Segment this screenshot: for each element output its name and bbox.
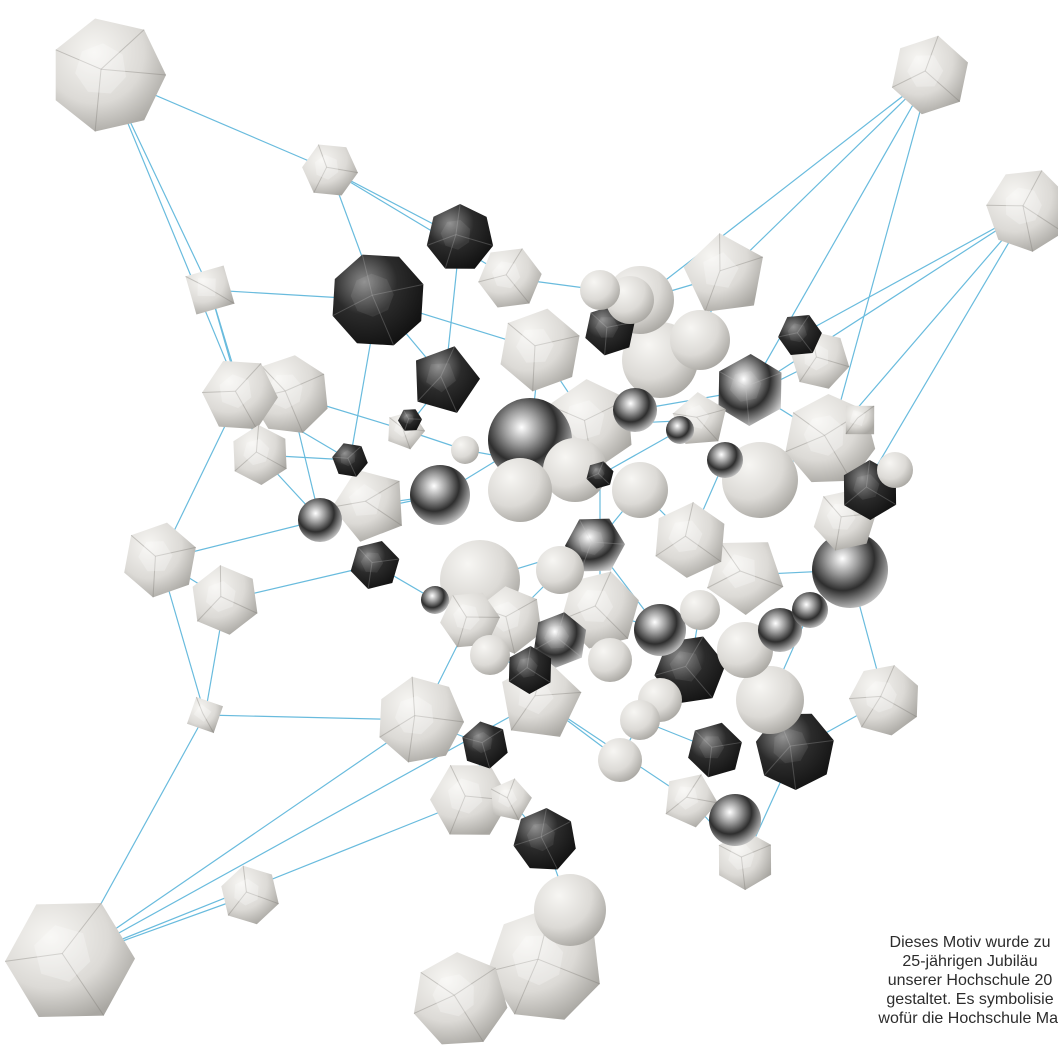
- light-sphere: [580, 270, 620, 310]
- light-sphere: [877, 452, 913, 488]
- dark-polyhedron: [416, 346, 480, 414]
- light-sphere: [470, 635, 510, 675]
- connector-line: [724, 74, 931, 276]
- dark-polyhedron: [398, 409, 423, 431]
- light-polyhedron: [187, 696, 223, 734]
- chrome-sphere: [709, 794, 761, 846]
- light-polyhedron: [430, 764, 511, 835]
- dark-polyhedron: [513, 807, 576, 870]
- dark-polyhedron: [777, 314, 822, 355]
- light-sphere: [588, 638, 632, 682]
- connector-line: [799, 209, 1029, 336]
- caption-line: wofür die Hochschule Mai: [878, 1010, 1058, 1027]
- light-polyhedron: [192, 565, 258, 635]
- light-polyhedron: [655, 502, 725, 578]
- chrome-sphere: [613, 388, 657, 432]
- light-sphere: [670, 310, 730, 370]
- light-polyhedron: [124, 522, 196, 598]
- light-sphere: [612, 462, 668, 518]
- light-sphere: [680, 590, 720, 630]
- light-sphere: [620, 700, 660, 740]
- caption-line: unserer Hochschule 20: [887, 972, 1053, 989]
- connector-line: [749, 209, 1029, 391]
- dark-polyhedron: [426, 203, 494, 269]
- dark-polyhedron: [350, 541, 400, 590]
- light-polyhedron: [478, 248, 542, 308]
- chrome-sphere: [533, 612, 587, 668]
- light-sphere: [736, 666, 804, 734]
- light-polyhedron: [202, 360, 278, 430]
- connector-line: [639, 74, 931, 301]
- light-polyhedron: [665, 774, 718, 828]
- light-polyhedron: [500, 308, 580, 392]
- dark-polyhedron: [462, 721, 508, 769]
- dark-polyhedron: [688, 722, 743, 778]
- light-polyhedron: [706, 542, 784, 615]
- dark-polyhedron: [332, 254, 424, 346]
- connector-line: [69, 699, 541, 961]
- light-polyhedron: [250, 355, 328, 434]
- connector-line: [69, 719, 421, 961]
- chrome-sphere: [758, 608, 802, 652]
- light-polyhedron: [683, 233, 764, 313]
- dark-polyhedron: [508, 645, 552, 694]
- light-polyhedron: [55, 18, 167, 132]
- chrome-sphere: [298, 498, 342, 542]
- light-polyhedron: [302, 144, 358, 196]
- light-sphere: [451, 436, 479, 464]
- light-sphere: [598, 738, 642, 782]
- connector-line: [107, 74, 241, 396]
- light-polyhedron: [440, 592, 500, 648]
- light-polyhedron: [221, 865, 279, 925]
- light-polyhedron: [379, 676, 465, 763]
- chrome-sphere: [718, 354, 782, 427]
- light-polyhedron: [233, 424, 287, 485]
- light-polyhedron: [848, 665, 918, 736]
- chrome-sphere: [666, 416, 694, 444]
- light-sphere: [543, 438, 607, 502]
- light-polyhedron: [891, 35, 968, 115]
- light-sphere: [536, 546, 584, 594]
- chrome-sphere: [410, 465, 470, 525]
- caption-line: Dieses Motiv wurde zu: [889, 934, 1051, 951]
- chrome-sphere: [707, 442, 743, 478]
- light-polyhedron: [4, 902, 135, 1017]
- light-sphere: [534, 874, 606, 946]
- chrome-sphere: [792, 592, 828, 628]
- connector-line: [829, 74, 931, 441]
- dark-polyhedron: [332, 443, 368, 478]
- chrome-sphere: [421, 586, 449, 614]
- light-polyhedron: [331, 469, 403, 542]
- light-polyhedron: [986, 170, 1058, 252]
- caption-line: 25-jährigen Jubiläu: [902, 953, 1038, 970]
- caption-line: gestaltet. Es symbolisie: [886, 991, 1054, 1008]
- connector-line: [829, 209, 1029, 441]
- caption-text: Dieses Motiv wurde zu 25-jährigen Jubilä…: [820, 933, 1058, 1028]
- light-polyhedron: [413, 952, 508, 1045]
- connector-line: [599, 429, 681, 476]
- polyhedra-cluster: [4, 18, 1058, 1045]
- chrome-sphere: [634, 604, 686, 656]
- dark-polyhedron: [586, 461, 614, 489]
- light-polyhedron: [185, 265, 235, 315]
- chrome-sphere: [812, 532, 888, 608]
- light-polyhedron: [490, 778, 532, 821]
- light-polyhedron: [845, 405, 875, 435]
- dark-polyhedron: [843, 459, 897, 520]
- light-sphere: [488, 458, 552, 522]
